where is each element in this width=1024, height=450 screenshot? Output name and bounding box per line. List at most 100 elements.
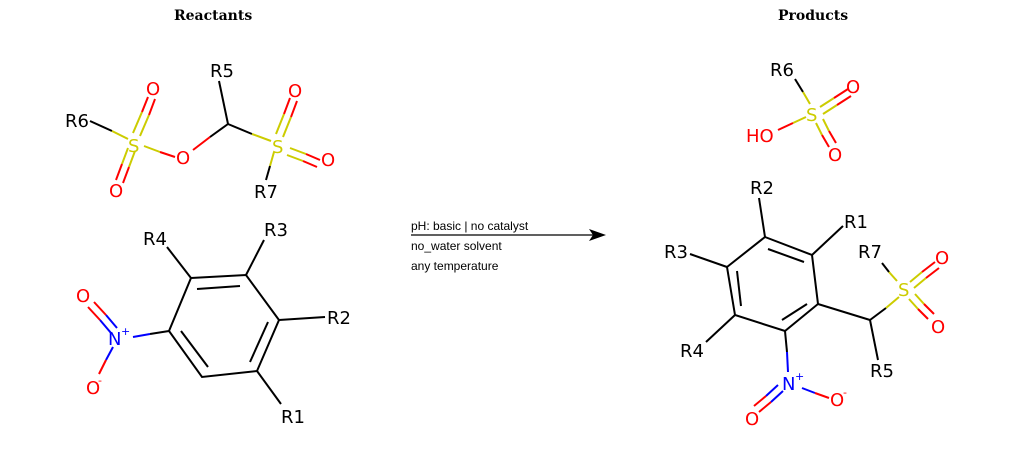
atom-oxygen: O: [176, 148, 190, 169]
benzene-ring: [167, 273, 281, 379]
atom-r4: R4: [143, 229, 167, 250]
bond: [245, 239, 265, 276]
bond: [802, 91, 811, 105]
bond: [192, 136, 211, 151]
charge-plus: +: [795, 370, 804, 383]
bond: [122, 166, 130, 184]
bond: [105, 346, 114, 361]
bond: [278, 316, 326, 321]
bond: [289, 147, 307, 155]
atom-r3: R3: [264, 220, 288, 241]
bond: [765, 384, 779, 397]
bond: [148, 98, 156, 116]
atom-hydroxyl: HO: [746, 126, 774, 147]
bond: [758, 197, 766, 238]
atom-r7: R7: [858, 242, 882, 263]
bond: [921, 261, 936, 273]
bond: [881, 262, 890, 273]
bond: [87, 306, 101, 321]
bond: [286, 154, 304, 162]
bond: [256, 370, 282, 405]
bond: [836, 95, 852, 106]
bond: [705, 314, 736, 343]
bond: [132, 333, 151, 338]
atom-r6: R6: [770, 60, 794, 81]
bond: [833, 88, 849, 99]
bond: [814, 392, 830, 399]
product-sulfonic-acid-labels: R6 S O O HO: [746, 60, 860, 166]
bond: [925, 267, 940, 279]
atom-r6: R6: [65, 111, 89, 132]
bond: [141, 96, 149, 113]
bond: [815, 122, 823, 136]
atom-nitrogen: N: [108, 329, 121, 350]
bond: [888, 271, 898, 282]
arrow-head: [589, 229, 606, 241]
bond: [89, 120, 113, 132]
product-sulfonic-acid: [777, 78, 852, 148]
bond: [828, 130, 837, 144]
atom-oxygen: O: [109, 181, 123, 202]
bond: [781, 303, 808, 321]
atom-oxygen: O: [288, 81, 302, 102]
bond: [753, 395, 767, 407]
bond: [792, 116, 807, 124]
bond: [143, 145, 161, 153]
bond: [767, 248, 805, 263]
bond: [305, 153, 321, 161]
bond: [801, 387, 816, 394]
bond: [93, 301, 107, 316]
atom-r5: R5: [870, 361, 894, 382]
bond: [227, 123, 253, 135]
charge-minus: -: [98, 374, 102, 387]
bond: [99, 319, 112, 334]
bond: [822, 118, 830, 132]
atom-oxygen: O: [76, 286, 90, 307]
bond: [923, 303, 935, 315]
atom-sulfur: S: [128, 136, 139, 157]
atom-r2: R2: [750, 178, 774, 199]
atom-r1: R1: [844, 212, 868, 233]
atom-nitrogen: N: [782, 374, 795, 395]
bond: [822, 104, 838, 115]
bond: [914, 293, 925, 305]
reactant-sulfonate-ester: [89, 80, 321, 184]
atom-oxygen: O: [86, 378, 100, 399]
bond: [794, 78, 804, 93]
bond: [196, 285, 241, 290]
bond: [132, 111, 143, 134]
bond: [111, 130, 129, 140]
charge-minus: -: [843, 386, 847, 399]
bond: [115, 163, 123, 181]
bond: [736, 270, 742, 307]
bond: [821, 134, 830, 148]
bond: [811, 225, 844, 256]
bond: [265, 165, 271, 181]
bond: [689, 253, 728, 268]
atom-sulfur: S: [806, 105, 817, 126]
bond: [869, 319, 879, 361]
bond: [209, 123, 229, 138]
condition-solvent: no_water solvent: [411, 239, 502, 253]
bond: [758, 401, 772, 413]
bond: [269, 151, 275, 167]
reactants-header: Reactants: [174, 8, 253, 24]
bond: [917, 308, 929, 320]
bond: [784, 330, 788, 353]
bond: [869, 307, 887, 321]
bond: [913, 277, 927, 289]
bond: [149, 330, 170, 335]
bond: [218, 80, 229, 125]
bond: [105, 314, 118, 329]
bond: [770, 390, 784, 403]
atom-oxygen: O: [830, 390, 844, 411]
atom-r2: R2: [327, 308, 351, 329]
atom-oxygen: O: [745, 409, 759, 430]
bond: [180, 330, 209, 368]
bond: [139, 114, 150, 137]
atom-oxygen: O: [935, 248, 949, 269]
bond: [290, 100, 298, 118]
reactant-nitroarene-labels: R4 R3 R2 R1 N + O O -: [76, 220, 351, 428]
product-nitroarene-sulfone: [689, 197, 940, 413]
